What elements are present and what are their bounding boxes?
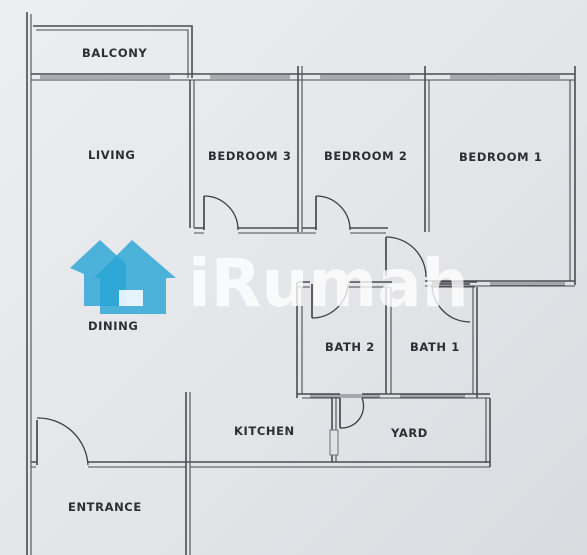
room-label-kitchen: KITCHEN	[234, 424, 295, 438]
doors	[36, 195, 471, 466]
yard-door	[339, 397, 365, 429]
room-label-bath-1: BATH 1	[410, 340, 460, 354]
windows	[40, 75, 565, 456]
bedroom3-door	[203, 195, 239, 231]
room-label-bedroom-1: BEDROOM 1	[459, 150, 542, 164]
balcony-sliding-window	[40, 75, 170, 79]
room-label-entrance: ENTRANCE	[68, 500, 142, 514]
room-label-bath-2: BATH 2	[325, 340, 375, 354]
watermark: iRumah	[70, 240, 469, 322]
room-label-balcony: BALCONY	[82, 46, 147, 60]
bedroom1-south-window	[490, 282, 565, 286]
room-label-bedroom-2: BEDROOM 2	[324, 149, 407, 163]
room-label-bedroom-3: BEDROOM 3	[208, 149, 291, 163]
bath2-window	[310, 394, 380, 398]
balcony-wall	[33, 25, 193, 78]
entrance-door	[36, 417, 89, 466]
house-icon-window	[119, 290, 143, 306]
bath1-window	[400, 394, 465, 398]
balcony-wall-inner	[36, 29, 189, 78]
bedroom1-door	[385, 236, 427, 278]
bedroom1-window	[450, 75, 560, 79]
bedroom2-door	[315, 195, 351, 231]
kitchen-yard-window	[329, 429, 339, 456]
bath1-door	[431, 283, 471, 323]
room-label-dining: DINING	[88, 319, 138, 333]
house-icon	[70, 240, 176, 314]
bedroom2-window	[320, 75, 410, 79]
bath2-door	[311, 283, 349, 319]
watermark-text: iRumah	[188, 245, 469, 322]
room-label-yard: YARD	[390, 426, 428, 440]
walls	[26, 12, 576, 555]
bedroom3-window	[210, 75, 290, 79]
room-label-living: LIVING	[88, 148, 135, 162]
room-labels: BALCONY LIVING BEDROOM 3 BEDROOM 2 BEDRO…	[68, 46, 542, 514]
